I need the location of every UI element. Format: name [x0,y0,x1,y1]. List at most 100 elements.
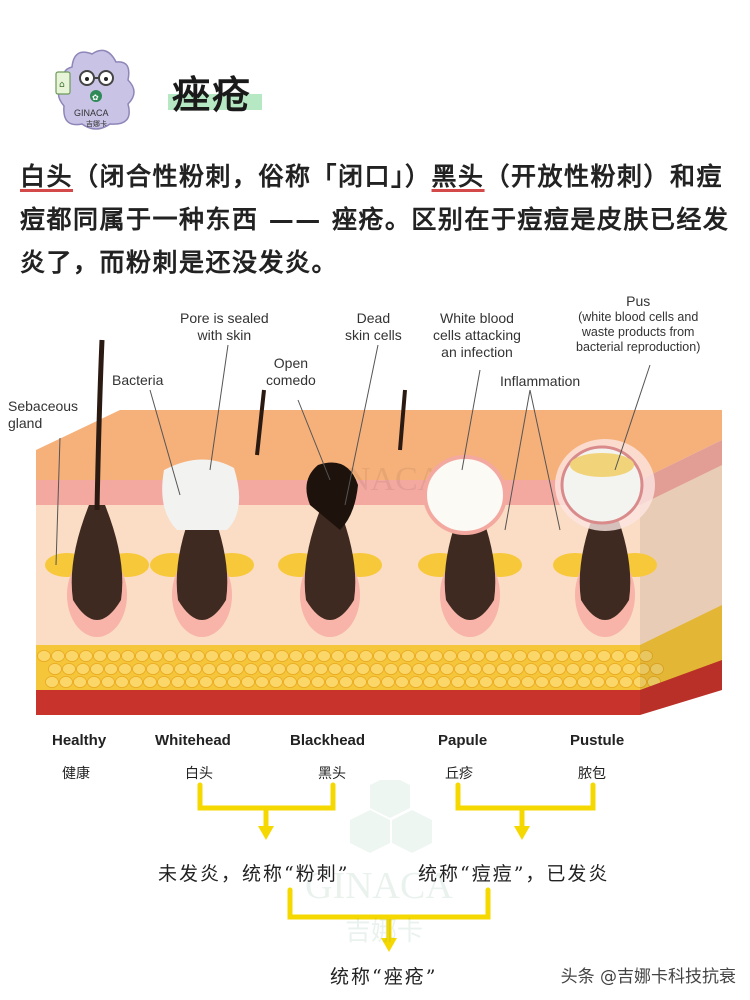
label-pus-l3: bacterial reproduction) [576,340,701,354]
watermark-hexagons [350,780,432,853]
watermark-text: GINACA [305,865,453,907]
fat-cell [440,663,454,675]
fat-cell [636,663,650,675]
fat-cell [577,676,591,688]
label-white-blood-l1: White blood [440,310,514,326]
fat-cell [555,650,569,662]
fat-cell [37,650,51,662]
fat-cell [479,676,493,688]
acne-skin-diagram: GINACA [36,339,722,715]
fat-cell [275,650,289,662]
fat-cell [283,676,297,688]
fat-cell [384,663,398,675]
fat-cell [191,650,205,662]
fat-cell [331,650,345,662]
follicle-healthy [45,339,149,637]
pus-cap [570,453,634,477]
fat-cell [199,676,213,688]
hair-bulb [579,505,631,620]
fat-cell [115,676,129,688]
fat-cell [465,676,479,688]
fat-cell [289,650,303,662]
fat-cell [471,650,485,662]
fat-cell [650,663,664,675]
fat-cell [233,650,247,662]
label-pus-l2: waste products from [581,325,695,339]
fat-cell [121,650,135,662]
fat-cell [409,676,423,688]
fat-cell [177,650,191,662]
fat-cell [625,650,639,662]
fat-cell [457,650,471,662]
label-white-blood: White blood cells attacking an infection [433,310,521,361]
fat-cell [521,676,535,688]
fat-cell [317,650,331,662]
svg-text:✿: ✿ [92,93,99,102]
fat-cell [563,676,577,688]
fat-cell [423,676,437,688]
fat-cell [205,650,219,662]
intro-whitehead-desc: （闭合性粉刺，俗称「闭口」） [73,162,432,191]
fat-cell [412,663,426,675]
fat-cell [202,663,216,675]
fat-cell [219,650,233,662]
blackhead-plug [306,462,358,530]
fat-cell [524,663,538,675]
fat-cell [216,663,230,675]
label-bacteria: Bacteria [112,372,164,388]
fat-cell [149,650,163,662]
summary-inflamed: 统称“痘痘”，已发炎 [418,863,610,885]
label-dead-skin-l1: Dead [356,310,391,326]
stage-pustule: Pustule [570,732,625,749]
fat-cell [527,650,541,662]
stage-papule-cn: 丘疹 [445,766,473,782]
label-pus-l1: (white blood cells and [578,310,699,324]
fat-cell [569,650,583,662]
intro-blackhead: 黑头 [431,162,485,191]
fat-cell [398,663,412,675]
label-open-comedo: Open comedo [266,355,316,389]
grouping-brackets: GINACA 吉娜卡 [197,780,596,952]
fat-cell [188,663,202,675]
label-pore-sealed-l2: with skin [197,327,252,343]
hair-bulb [304,505,356,620]
fat-cell [65,650,79,662]
fat-cell [303,650,317,662]
fat-cell [135,650,149,662]
fat-cell [387,650,401,662]
fat-cell [566,663,580,675]
fat-cell [359,650,373,662]
fat-cell [381,676,395,688]
fat-cell [286,663,300,675]
fat-cell [454,663,468,675]
fat-cell [104,663,118,675]
fat-cell [639,650,653,662]
fat-cell [429,650,443,662]
fat-cell [583,650,597,662]
whitehead-plug [162,459,240,530]
fat-cell [356,663,370,675]
label-white-blood-l3: an infection [441,344,513,360]
fat-cell [541,650,555,662]
source-watermark: 头条 @吉娜卡科技抗衰 [560,967,736,987]
fat-cell [247,650,261,662]
ginaca-logo: ⌂ ✿ GINACA 吉娜卡 [52,42,142,134]
fat-cell [353,676,367,688]
fat-cell [468,663,482,675]
follicle-pustule [553,439,657,637]
hair-shaft [398,389,407,451]
fat-cell [608,663,622,675]
fat-cell [342,663,356,675]
fat-cell [401,650,415,662]
fat-cell [79,650,93,662]
fat-cell [437,676,451,688]
fat-cell [59,676,73,688]
fat-cell [395,676,409,688]
fat-cell [485,650,499,662]
logo-text: GINACA [74,108,109,118]
intro-paragraph: 白头（闭合性粉刺，俗称「闭口」）黑头（开放性粉刺）和痘痘都同属于一种东西 —— … [20,155,735,284]
label-inflammation: Inflammation [500,373,581,389]
fat-cell [297,676,311,688]
fat-cell [619,676,633,688]
follicle-papule [418,455,522,637]
